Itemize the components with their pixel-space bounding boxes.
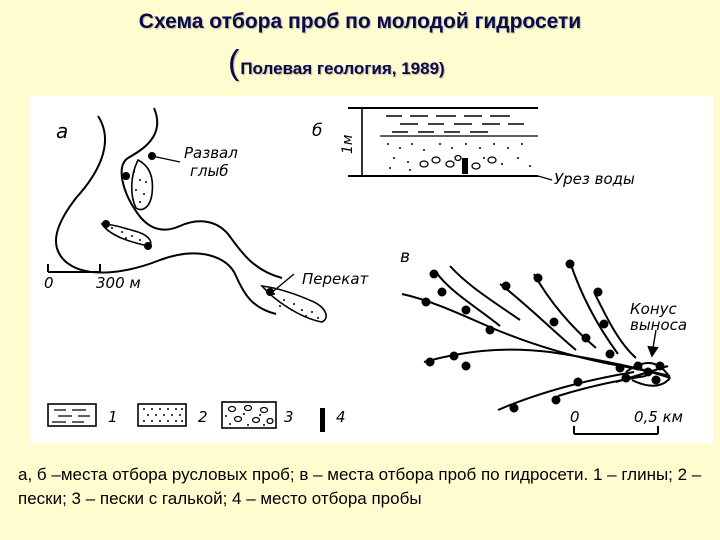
panel-v-sample-points [421, 259, 665, 413]
label-perekat: Перекат [302, 270, 370, 288]
scale-bar-v [573, 426, 659, 435]
sample-marker-icon [320, 408, 325, 432]
subtitle-line: ( Полевая геология, 1989) [228, 46, 445, 86]
scale-a-end: 300 м [96, 274, 141, 292]
legend-num-2: 2 [198, 408, 208, 426]
section-pebbles [419, 154, 497, 170]
figure-caption: а, б –места отбора русловых проб; в – ме… [18, 465, 702, 508]
scale-v-end: 0,5 км [634, 408, 683, 426]
section-height-bar [356, 107, 368, 177]
subtitle: Полевая геология, 1989) [240, 59, 445, 78]
label-razval-2: глыб [190, 162, 229, 180]
legend-num-1: 1 [108, 408, 118, 426]
section-sample-marker [462, 158, 468, 174]
panel-b-label: б [312, 121, 322, 141]
panel-a-label: а [56, 119, 68, 143]
page-title: Схема отбора проб по молодой гидросети [138, 10, 582, 33]
panel-a-sand-dots [111, 171, 319, 319]
label-urez: Урез воды [554, 170, 635, 188]
pebble-sand-pattern-icon [221, 401, 277, 429]
scale-bar-a [47, 264, 101, 273]
label-razval-1: Развал [184, 144, 238, 162]
panel-v-network [401, 261, 671, 411]
label-konus-1: Конус [630, 300, 678, 318]
urez-leader [537, 175, 553, 181]
panel-v-label: в [400, 247, 410, 267]
scheme-figure: а Развал глыб Перекат 0 300 м б 1м [30, 96, 713, 443]
subtitle-paren: ( [228, 44, 240, 82]
section-b [348, 107, 538, 177]
panel-a-sample-points [102, 152, 274, 296]
label-konus-2: выноса [630, 316, 687, 334]
panel-a-river [55, 107, 327, 323]
scale-a-zero: 0 [44, 274, 54, 292]
konus-arrow [647, 329, 659, 358]
clay-pattern-icon [47, 403, 97, 427]
section-height-label: 1м [340, 134, 356, 154]
sand-pattern-icon [137, 403, 187, 427]
panel-a-leaders [151, 155, 295, 295]
section-clay [386, 115, 524, 133]
legend-num-3: 3 [284, 408, 294, 426]
legend-num-4: 4 [336, 408, 346, 426]
section-sand [387, 143, 531, 171]
scale-v-zero: 0 [570, 408, 580, 426]
